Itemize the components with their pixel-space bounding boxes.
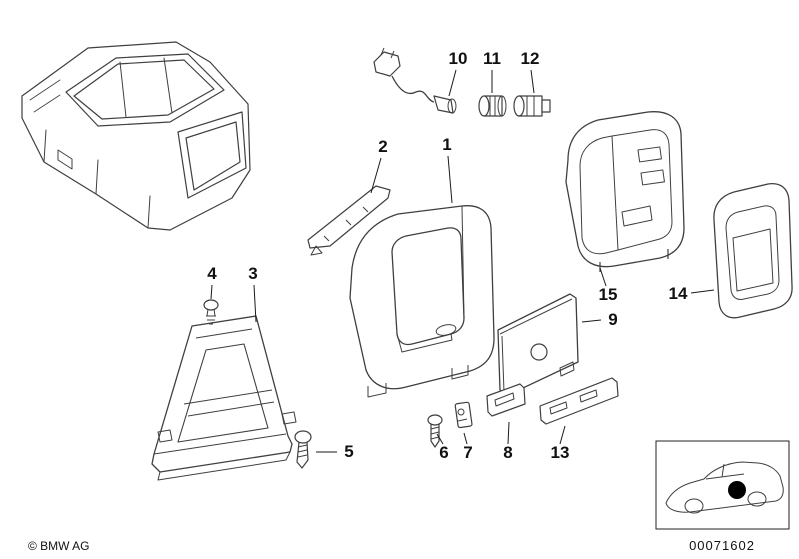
callout-9: 9 <box>608 310 617 329</box>
part-5-screw-drawing <box>294 430 312 469</box>
callout-14: 14 <box>669 284 688 303</box>
callout-15: 15 <box>599 285 618 304</box>
part-9-lid-drawing <box>497 293 579 397</box>
part-15-rear-housing-drawing <box>565 111 685 272</box>
part-2-side-panel-drawing <box>307 185 391 256</box>
copyright-text: © BMW AG <box>28 539 90 553</box>
callout-3: 3 <box>248 264 257 283</box>
part-6-screw-drawing <box>427 414 443 448</box>
part-8-bracket-drawing <box>486 383 526 417</box>
part-12-lighter-drawing <box>513 95 551 117</box>
part-14-frame-drawing <box>713 182 793 319</box>
callout-numbers: 1 2 3 4 5 6 7 8 9 10 11 12 13 14 15 <box>207 49 688 462</box>
part-13-rail-drawing <box>539 377 619 425</box>
part-10-plug-cable-drawing <box>373 47 457 114</box>
callout-leader-lines <box>210 69 715 453</box>
console-assembly-drawing <box>21 41 251 231</box>
callout-5: 5 <box>344 442 353 461</box>
part-number-text: 00071602 <box>689 538 755 553</box>
callout-4: 4 <box>207 264 217 283</box>
callout-10: 10 <box>449 49 468 68</box>
callout-1: 1 <box>442 135 451 154</box>
part-1-rear-cover-drawing <box>349 205 495 398</box>
callout-8: 8 <box>503 443 512 462</box>
part-7-clip-drawing <box>454 401 473 429</box>
car-marker-dot <box>728 481 746 499</box>
car-icon <box>665 461 784 514</box>
callout-13: 13 <box>551 443 570 462</box>
part-3-support-frame-drawing <box>151 315 297 481</box>
callout-7: 7 <box>463 443 472 462</box>
callout-12: 12 <box>521 49 540 68</box>
part-4-grommet-drawing <box>203 299 219 325</box>
callout-11: 11 <box>483 49 501 68</box>
part-11-socket-drawing <box>478 95 507 117</box>
thumbnail-box <box>655 440 790 530</box>
callout-6: 6 <box>439 443 448 462</box>
callout-2: 2 <box>378 137 387 156</box>
